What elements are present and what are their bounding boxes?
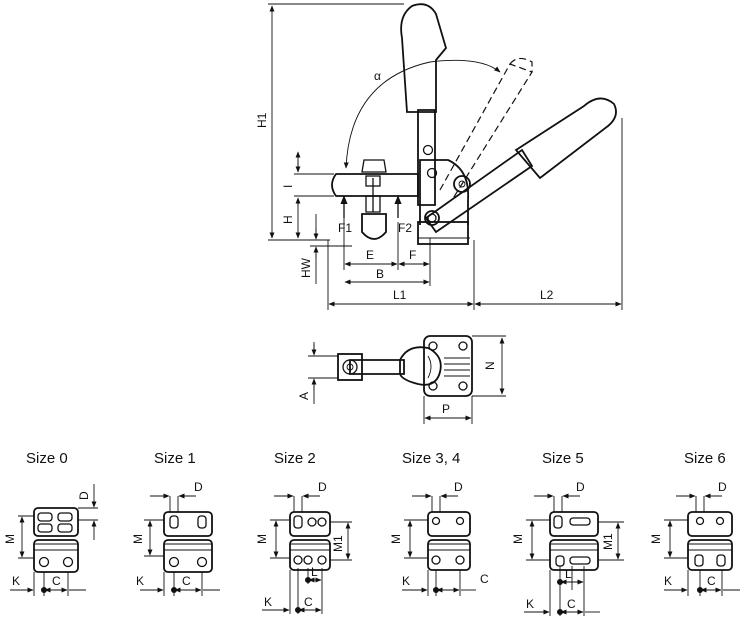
size-5-label-D: D bbox=[576, 480, 585, 494]
clamp-arm bbox=[331, 173, 419, 197]
label-F2: F2 bbox=[398, 221, 412, 235]
size-6-detail: Size 6 D M K C bbox=[649, 450, 740, 596]
size-2-label-D: D bbox=[318, 480, 327, 494]
size-2-label-K: K bbox=[264, 595, 272, 609]
label-E: E bbox=[366, 248, 374, 262]
size-3-4-label-K: K bbox=[402, 574, 410, 588]
label-B: B bbox=[376, 267, 384, 281]
opening-angle-arc bbox=[343, 59, 501, 169]
handle-grip-inclined bbox=[514, 97, 617, 180]
size-1-title: Size 1 bbox=[154, 450, 196, 467]
label-L2: L2 bbox=[540, 288, 554, 302]
size-1-label-K: K bbox=[136, 574, 144, 588]
size-2-title: Size 2 bbox=[274, 450, 316, 467]
label-alpha: α bbox=[374, 69, 381, 83]
top-view-spindle-nut bbox=[337, 353, 363, 381]
size-1-label-C: C bbox=[182, 574, 191, 588]
spindle-bolt bbox=[361, 159, 387, 173]
size-6-label-K: K bbox=[664, 574, 672, 588]
clamp-side-view: α H1 I H HW F1 F2 E F B bbox=[255, 3, 623, 310]
size-1-label-D: D bbox=[194, 480, 203, 494]
size-0-title: Size 0 bbox=[26, 450, 68, 467]
size-6-label-C: C bbox=[707, 574, 716, 588]
top-view-handle bbox=[399, 346, 442, 386]
label-F1: F1 bbox=[338, 221, 352, 235]
clamp-base-plate bbox=[417, 221, 469, 245]
size-2-label-L: L bbox=[311, 565, 318, 579]
handle-grip-vertical bbox=[400, 3, 447, 113]
top-view-arm bbox=[349, 359, 405, 375]
size-3-4-title: Size 3, 4 bbox=[402, 450, 460, 467]
size-2-label-M: M bbox=[255, 534, 269, 544]
label-HW: HW bbox=[299, 257, 313, 278]
handle-lever-inclined bbox=[424, 148, 534, 234]
size-6-label-M: M bbox=[649, 534, 663, 544]
size-2-label-C: C bbox=[304, 595, 313, 609]
size-5-label-K: K bbox=[526, 597, 534, 611]
size-3-4-detail: Size 3, 4 D M K C bbox=[389, 450, 489, 596]
top-view-base bbox=[423, 335, 473, 397]
handle-intermediate-dashed bbox=[439, 63, 533, 201]
label-L1: L1 bbox=[393, 288, 407, 302]
spindle-tip bbox=[361, 213, 387, 240]
size-0-label-K: K bbox=[12, 574, 20, 588]
size-3-4-label-M: M bbox=[389, 534, 403, 544]
size-2-label-M1: M1 bbox=[331, 535, 345, 552]
clamp-top-view: A N P bbox=[297, 335, 506, 424]
size-1-detail: Size 1 D M K C bbox=[131, 450, 220, 596]
size-5-title: Size 5 bbox=[542, 450, 584, 467]
size-5-label-M1: M1 bbox=[601, 533, 615, 550]
size-6-title: Size 6 bbox=[684, 450, 726, 467]
label-N: N bbox=[483, 361, 497, 370]
size-5-label-M: M bbox=[511, 534, 525, 544]
size-1-label-M: M bbox=[131, 534, 145, 544]
size-2-detail: Size 2 D M M1 L K C bbox=[255, 450, 352, 614]
size-0-detail: Size 0 D M K C bbox=[3, 450, 98, 596]
size-6-label-D: D bbox=[718, 480, 727, 494]
size-5-detail: Size 5 D M M1 L K C bbox=[511, 450, 624, 616]
size-5-label-C: C bbox=[567, 597, 576, 611]
label-I: I bbox=[281, 185, 295, 188]
size-3-4-label-C: C bbox=[480, 572, 489, 586]
size-0-label-M: M bbox=[3, 534, 17, 544]
size-3-4-label-D: D bbox=[454, 480, 463, 494]
label-P: P bbox=[442, 402, 450, 416]
label-A: A bbox=[297, 392, 311, 400]
size-0-label-D: D bbox=[77, 491, 91, 500]
size-0-label-C: C bbox=[52, 574, 61, 588]
label-H: H bbox=[281, 215, 295, 224]
label-F: F bbox=[409, 248, 416, 262]
label-H1: H1 bbox=[255, 112, 269, 128]
size-5-label-L: L bbox=[565, 567, 572, 581]
